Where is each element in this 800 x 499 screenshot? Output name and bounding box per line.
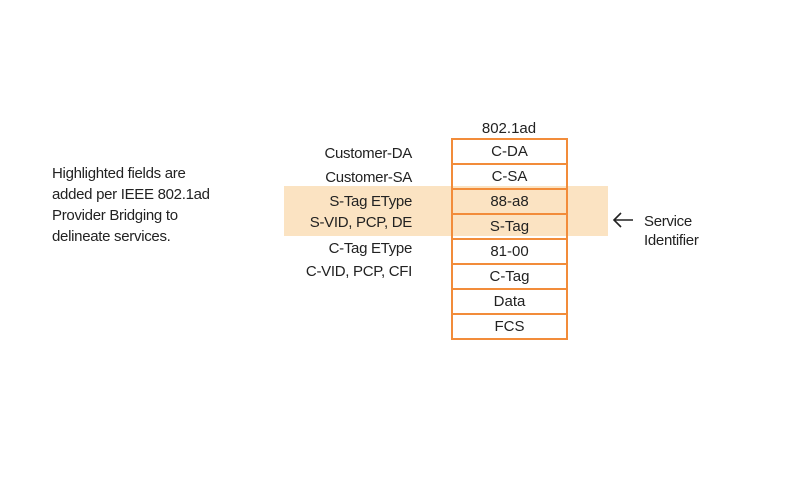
note-line: delineate services. <box>52 228 171 245</box>
frame-stack: C-DA C-SA 88-a8 S-Tag 81-00 C-Tag Data F… <box>451 138 568 340</box>
row-label-c-vid: C-VID, PCP, CFI <box>305 263 412 280</box>
row-label-customer-da: Customer-DA <box>324 145 412 162</box>
service-label-line: Identifier <box>644 232 699 249</box>
note-line: Highlighted fields are <box>52 165 186 182</box>
service-identifier-label: Service Identifier <box>644 212 699 250</box>
left-arrow-icon <box>612 212 633 228</box>
row-label-customer-sa: Customer-SA <box>325 169 412 186</box>
frame-header: 802.1ad <box>481 120 537 137</box>
frame-cell-fcs: FCS <box>494 318 525 335</box>
frame-cell-c-tag: C-Tag <box>453 265 566 290</box>
highlight-band <box>284 186 608 236</box>
frame-cell-c-tag-etype: 81-00 <box>453 240 566 265</box>
frame-cell-s-tag-etype: 88-a8 <box>453 190 566 215</box>
note-line: Provider Bridging to <box>52 207 178 224</box>
frame-cell-data: Data <box>453 290 566 315</box>
row-label-s-vid: S-VID, PCP, DE <box>309 214 413 231</box>
note-line: added per IEEE 802.1ad <box>52 186 210 203</box>
description-note: Highlighted fields are added per IEEE 80… <box>52 163 252 247</box>
row-label-s-tag-etype: S-Tag EType <box>329 193 412 210</box>
service-label-line: Service <box>644 213 692 230</box>
row-label-c-tag-etype: C-Tag EType <box>328 240 413 257</box>
frame-cell-s-tag: S-Tag <box>453 215 566 240</box>
frame-cell-c-sa: C-SA <box>453 165 566 190</box>
frame-cell-c-da: C-DA <box>453 140 566 165</box>
